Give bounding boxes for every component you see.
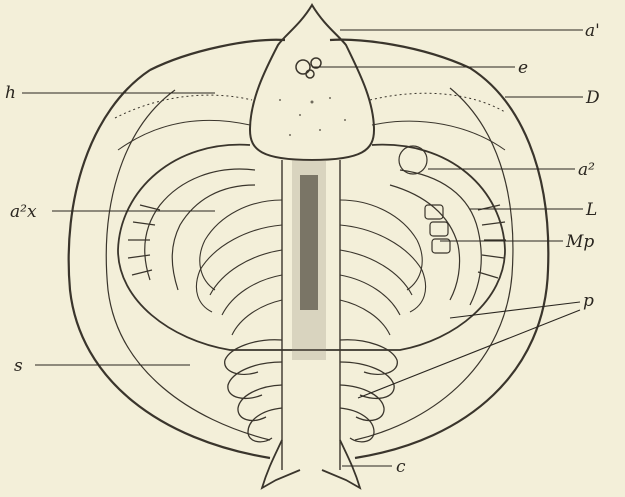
label-a2x: a²x — [10, 202, 37, 222]
compound-eye — [296, 58, 321, 78]
label-Mp: Mp — [565, 232, 594, 252]
label-h: h — [5, 83, 16, 103]
label-L: L — [585, 200, 597, 220]
caudal-furca — [262, 440, 360, 488]
dorsal-ridge-right — [370, 93, 505, 112]
right-antenna — [390, 146, 506, 305]
label-p: p — [583, 291, 594, 311]
dorsal-ridge-left — [115, 95, 252, 118]
label-e: e — [518, 58, 528, 78]
left-thoracic-legs — [196, 200, 282, 335]
gut-shade — [292, 160, 326, 360]
head-rostrum — [250, 5, 374, 160]
label-a2: a² — [578, 160, 595, 180]
leader-p-upper — [450, 302, 580, 318]
label-a1: a' — [585, 21, 600, 41]
right-abdominal-lobes — [340, 340, 397, 442]
right-thoracic-legs — [340, 200, 426, 335]
leader-p-lower — [358, 310, 580, 398]
label-D: D — [585, 88, 600, 108]
left-abdominal-lobes — [225, 340, 282, 442]
left-antenna — [128, 169, 255, 290]
label-c: c — [396, 457, 406, 477]
label-s: s — [14, 356, 23, 376]
head-stippling — [279, 97, 346, 136]
